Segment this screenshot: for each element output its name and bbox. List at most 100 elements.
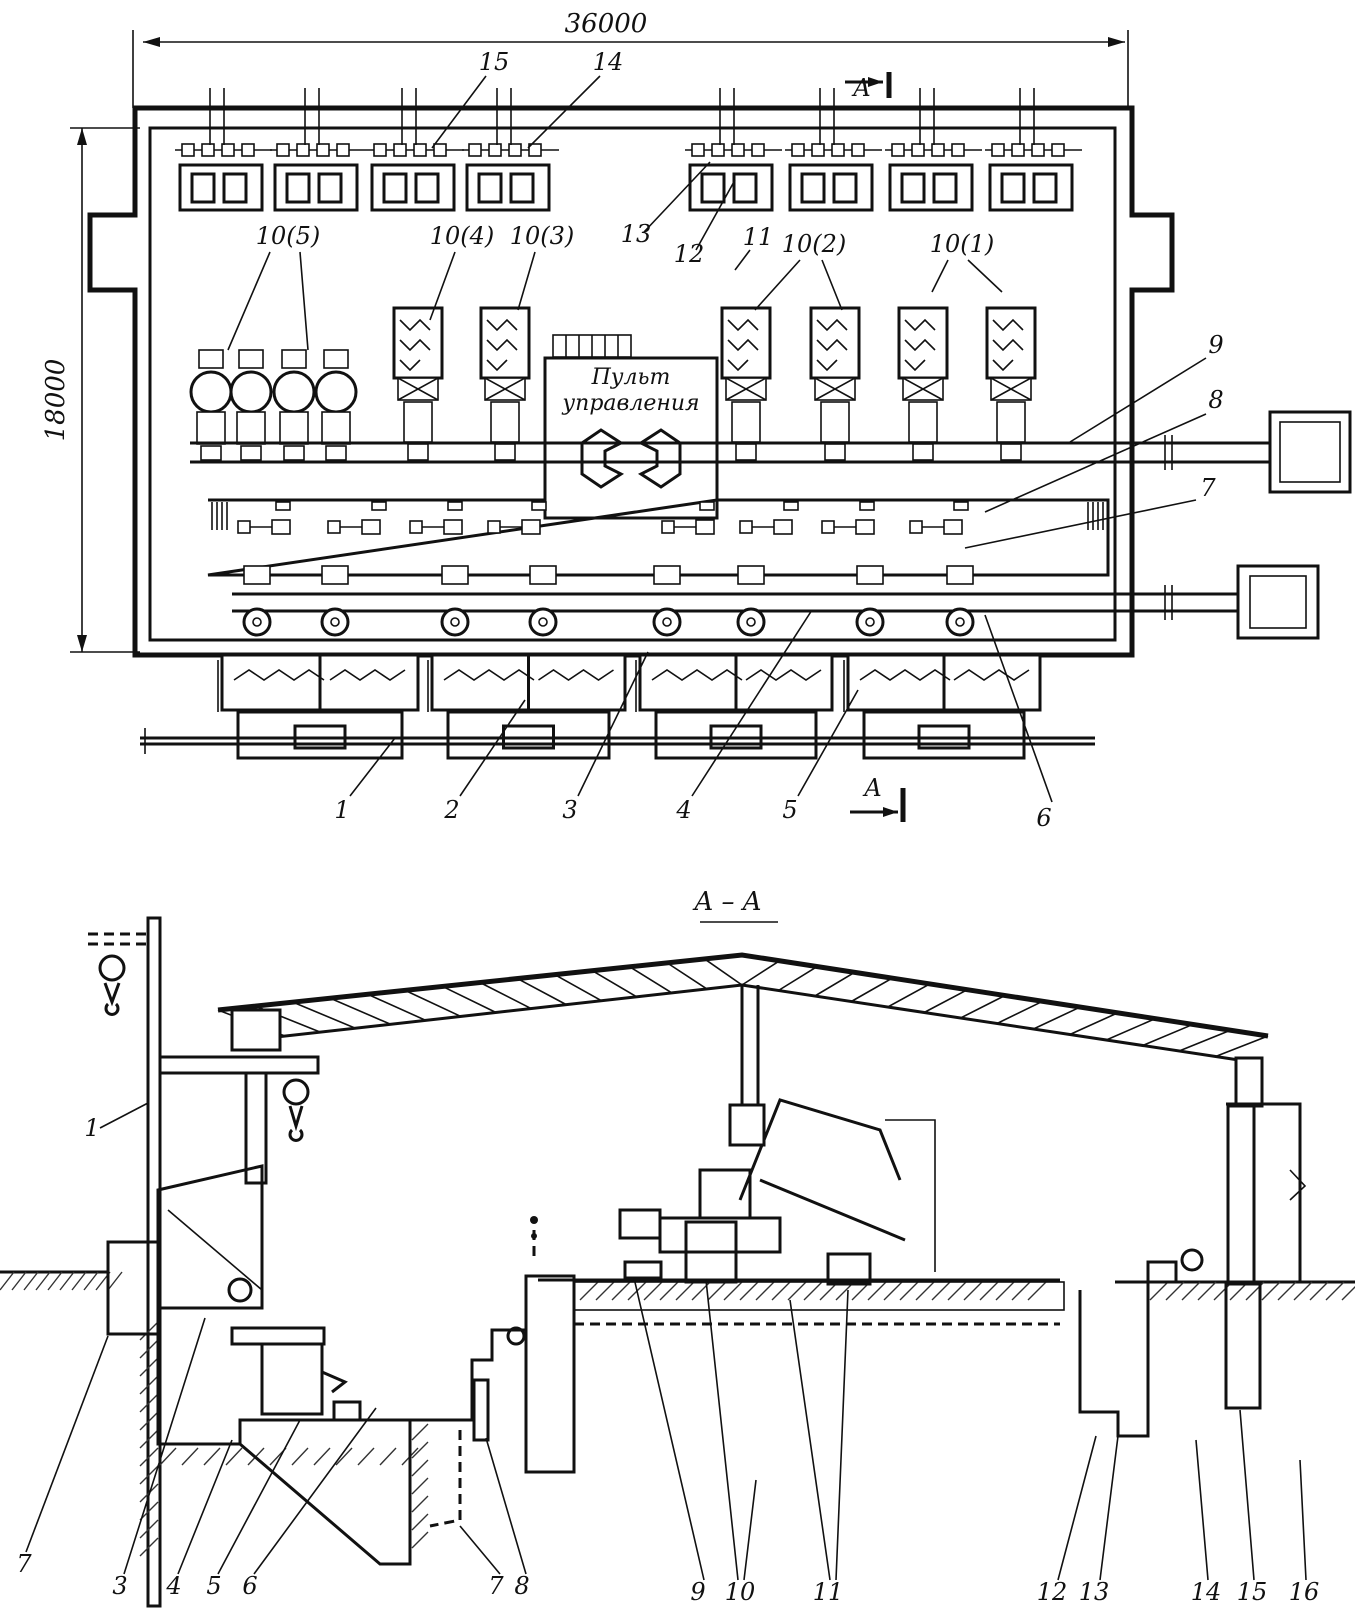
dimension-height: 18000 [41,127,140,653]
conveyor-rail-9 [190,410,1352,494]
wagon-wheel [945,565,975,637]
machine-pair [985,88,1082,212]
callout-label: 1 [334,796,349,824]
top-machine-row [175,88,1082,212]
screen-unit [392,306,444,461]
bunker-section [427,653,627,760]
callout-label: 7 [16,1550,32,1578]
callout-label: 6 [242,1572,257,1600]
bunker-section [843,653,1042,760]
control-panel-title: Пульт [591,365,671,390]
callout-label: 15 [1237,1578,1268,1606]
right-pit [1078,1102,1307,1438]
group-label: 10(2) [782,230,847,258]
machine-pair [885,88,982,212]
callout-label: 9 [1208,331,1223,359]
callout-label: 10 [725,1578,756,1606]
callout-label: 12 [1037,1578,1068,1606]
control-panel-subtitle: управления [561,391,699,416]
left-column-crane: 1 [84,916,320,1608]
group-labels: 10(5) 10(4) 10(3) 10(2) 10(1) [227,222,1003,351]
machine-pair [462,88,559,212]
section-mark-bottom: A [850,774,906,822]
screen-unit [720,306,772,461]
machine-pair [785,88,882,212]
callout-label: 13 [621,220,652,248]
dimension-height-label: 18000 [41,359,71,442]
machine-pair [175,88,272,212]
callout-label: 14 [1191,1578,1222,1606]
conveyor-rail-4 [232,564,1320,640]
feeder [487,501,547,535]
callout-label: 8 [1208,386,1223,414]
screen-unit [809,306,861,461]
left-bunker-pit: 7 [16,1164,412,1578]
wagon-wheel [736,565,766,637]
separator-unit [229,349,273,461]
separator-unit [189,349,233,461]
callout-label: 4 [165,1572,181,1600]
soil-hatching [0,1271,1355,1557]
callout-labels-top: 15 14 13 12 11 9 8 7 [431,48,1224,549]
callout-label: 6 [1036,804,1051,832]
machine-pair [367,88,464,212]
callout-label: 9 [690,1578,705,1606]
group-label: 10(1) [930,230,995,258]
screen-unit [897,306,949,461]
feeder-zone [207,498,1110,577]
central-machine [573,985,1065,1326]
building-outline [87,105,1175,658]
wagon-wheel [528,565,558,637]
callout-label: 7 [488,1572,504,1600]
control-panel: Пульт управления [543,334,719,520]
plan-view: 36000 18000 [41,9,1352,832]
wagon-wheel [652,565,682,637]
dimension-width-label: 36000 [565,9,648,39]
wagon-wheel [855,565,885,637]
callout-label: 15 [479,48,510,76]
callout-label: 5 [782,796,797,824]
feeder [327,501,387,535]
callout-labels-section: 3 4 5 6 7 8 9 10 11 12 13 14 15 16 [112,1277,1319,1606]
callout-label: 8 [514,1572,529,1600]
separator-unit [272,349,316,461]
wagon-wheel [320,565,350,637]
callout-label: 11 [813,1578,844,1606]
section-title: A – A [692,887,761,917]
callout-label: 4 [675,796,691,824]
section-view: A – A 1 [0,887,1355,1608]
wagon-wheel [242,565,272,637]
feeder [909,501,969,535]
screen-unit [985,306,1037,461]
ladder [1087,502,1104,530]
callout-label: 1 [84,1114,99,1142]
callout-label: 14 [593,48,624,76]
callout-label: 2 [443,796,459,824]
bunker-row [140,653,1095,760]
callout-label: 3 [562,796,577,824]
middle-pit [410,1216,576,1528]
callout-labels-bottom: 1 2 3 4 5 6 [334,609,1053,832]
feeder [661,501,715,535]
machine-pair [270,88,367,212]
svg-text:A: A [862,774,881,802]
callout-label: 5 [206,1572,221,1600]
callout-label: 11 [743,223,774,251]
dimension-width: 36000 [132,9,1129,108]
feeder [739,501,799,535]
group-label: 10(5) [256,222,321,250]
feeder [821,501,875,535]
callout-label: 7 [1200,474,1216,502]
feeder [409,501,463,535]
bunker-section [635,653,834,760]
section-mark-top: A [845,72,892,102]
group-label: 10(4) [430,222,495,250]
feeder [237,501,291,535]
screen-unit [479,306,531,461]
group-label: 10(3) [510,222,575,250]
callout-label: 13 [1079,1578,1110,1606]
ladder [211,502,228,530]
wagon-wheel [440,565,470,637]
middle-machine-row [189,306,1037,461]
